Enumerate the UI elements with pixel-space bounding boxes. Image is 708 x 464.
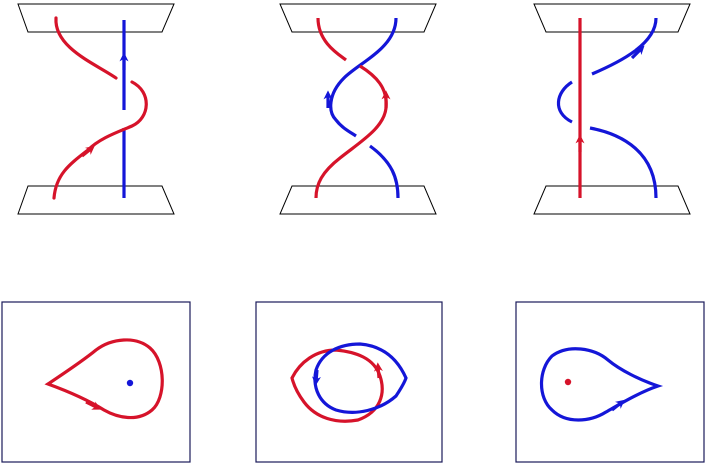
- braid-panel-left: [17, 3, 175, 215]
- blue-loop: [313, 342, 408, 414]
- blue-strand-arrow: [630, 45, 645, 60]
- red-loop-arrow: [85, 400, 102, 410]
- braid-panel-right: [533, 3, 691, 215]
- projection-panel-middle: [255, 301, 443, 463]
- red-strand-upper: [316, 17, 347, 62]
- top-plane: [17, 3, 175, 33]
- blue-loop-arrow: [611, 399, 625, 412]
- blue-strand-lower: [369, 144, 400, 199]
- red-point: [564, 378, 572, 386]
- frame: [1, 301, 191, 463]
- braid-panel-middle: [279, 3, 437, 215]
- top-plane: [533, 3, 691, 33]
- blue-strand-upper: [329, 17, 398, 138]
- red-loop-arrow: [373, 362, 383, 379]
- projection-panel-left: [1, 301, 191, 463]
- red-strand-upper: [54, 16, 118, 80]
- projection-panel-right: [515, 301, 705, 463]
- frame: [515, 301, 705, 463]
- bottom-plane: [279, 185, 437, 215]
- red-strand-middle: [314, 64, 388, 199]
- bottom-plane: [17, 185, 175, 215]
- blue-strand-front: [556, 80, 573, 124]
- red-loop: [44, 338, 164, 420]
- frame: [255, 301, 443, 463]
- blue-point: [126, 379, 134, 387]
- blue-loop-arrow: [311, 369, 321, 386]
- blue-loop: [540, 347, 664, 422]
- blue-strand-upper: [591, 17, 658, 76]
- red-strand-lower: [52, 80, 148, 200]
- red-strand-arrow: [81, 145, 95, 158]
- blue-strand-lower: [589, 126, 658, 199]
- bottom-plane: [533, 185, 691, 215]
- top-plane: [279, 3, 437, 33]
